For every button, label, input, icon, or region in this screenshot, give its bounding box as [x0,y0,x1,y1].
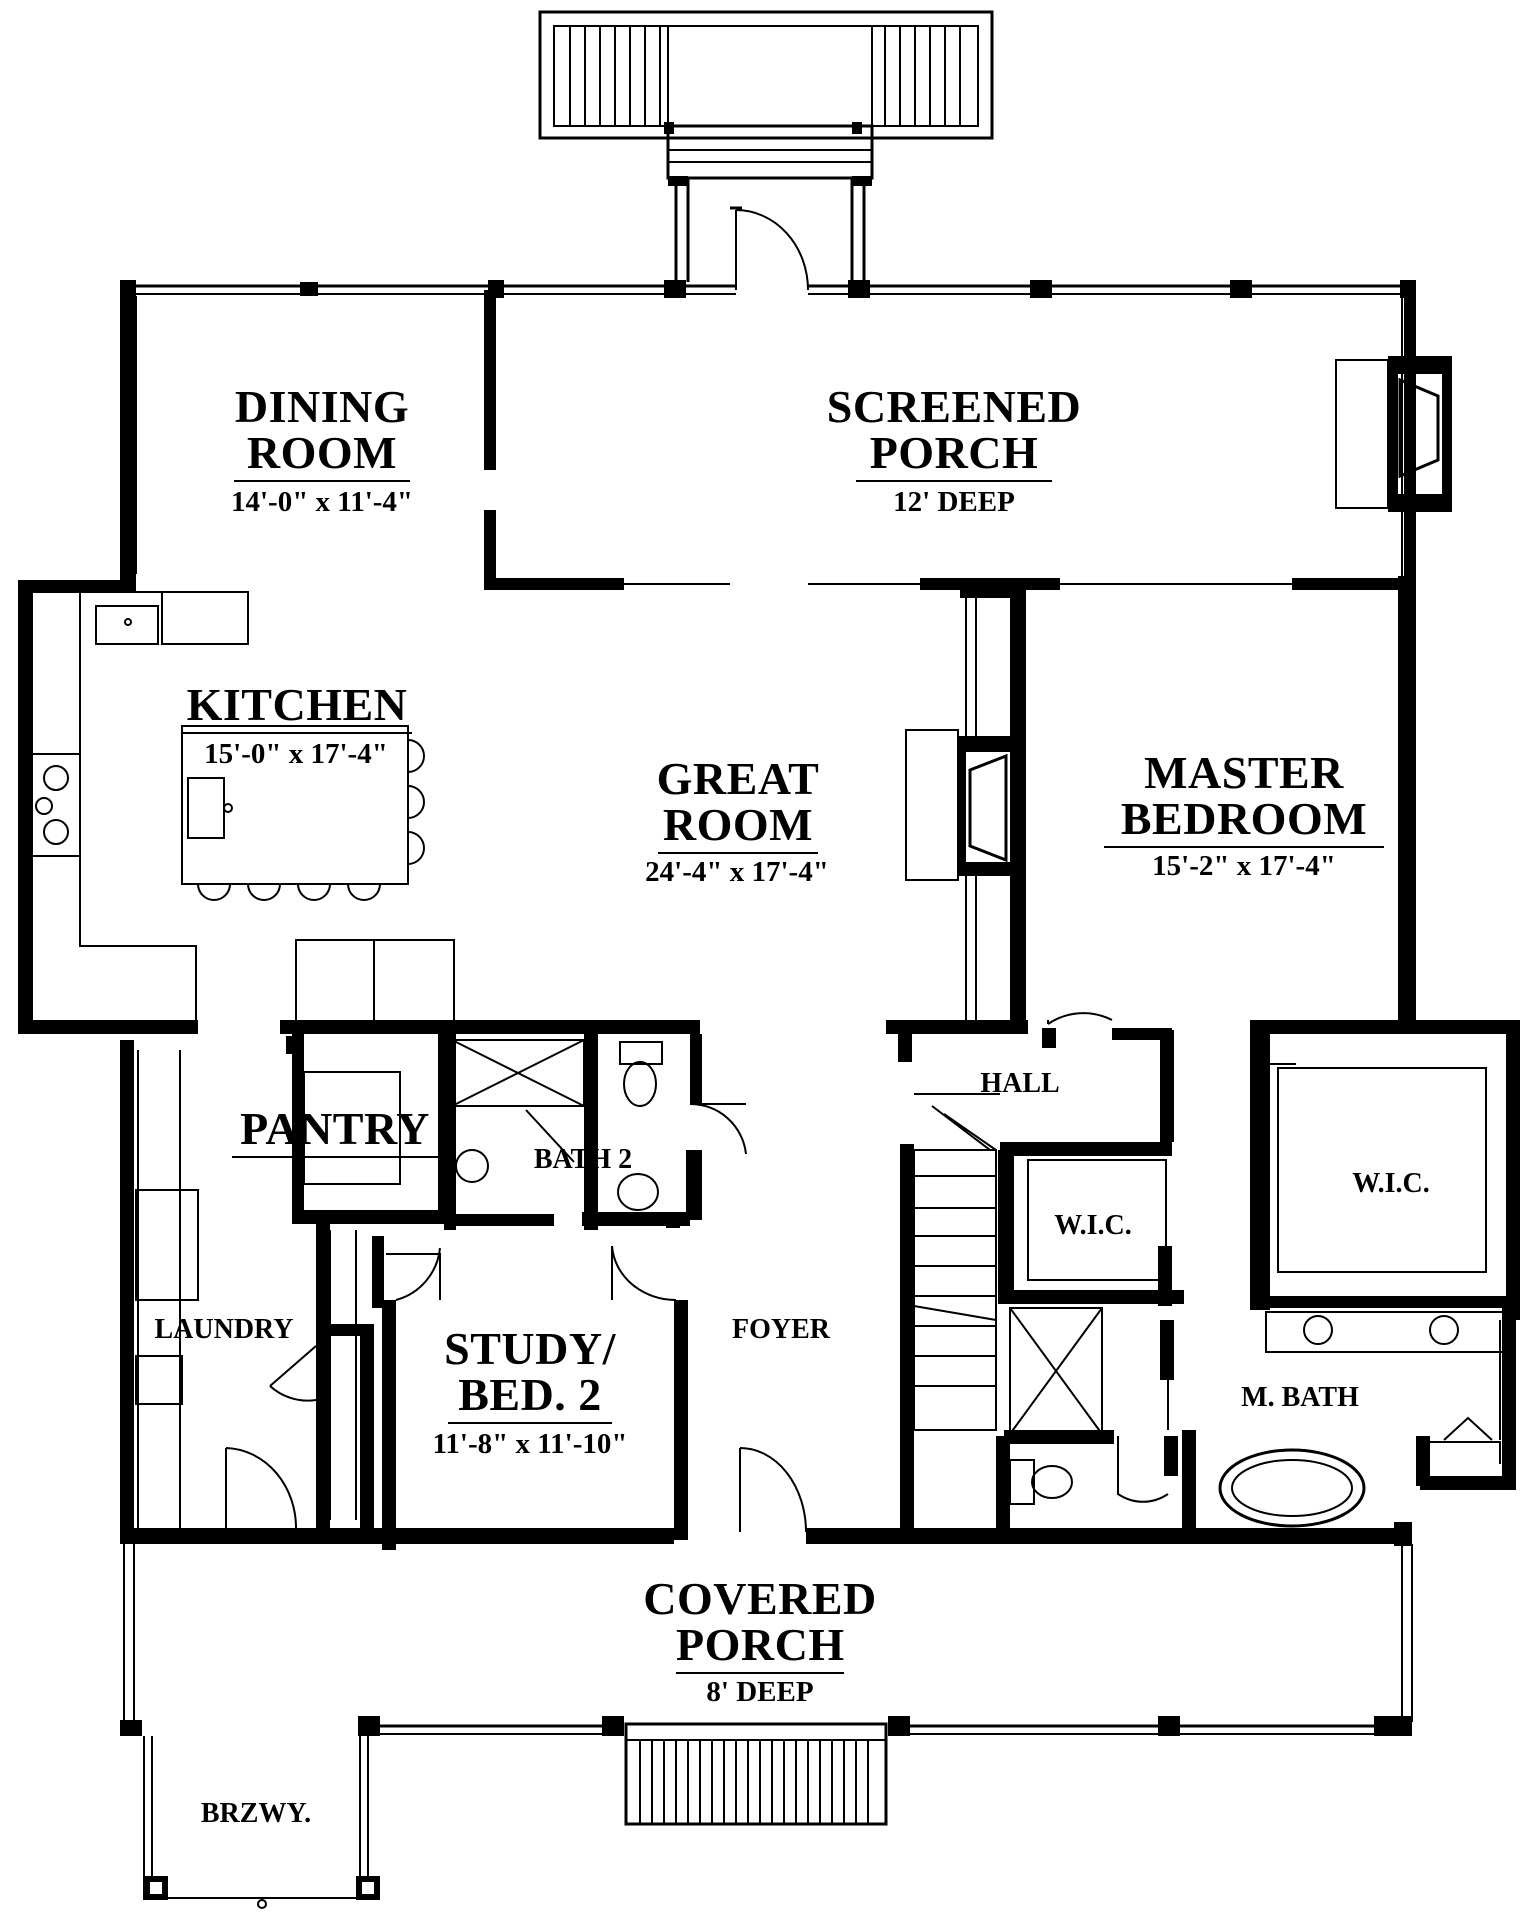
kitchen-label: KITCHEN [182,682,412,734]
study-walls [372,1236,688,1550]
dining-room-dims: 14'-0" x 11'-4" [230,486,414,518]
study-label: STUDY/ BED. 2 [420,1326,640,1424]
great-room-label: GREAT ROOM [628,756,848,854]
interior-walls [905,576,1416,1030]
study-dims: 11'-8" x 11'-10" [432,1428,628,1460]
kitchen-dims: 15'-0" x 17'-4" [204,738,388,770]
master-bath-label: M. BATH [1241,1382,1359,1413]
great-room-dims: 24'-4" x 17'-4" [645,856,829,888]
foyer-label: FOYER [732,1314,830,1345]
dining-room-label: DINING ROOM [212,384,432,482]
kitchen-name: KITCHEN [182,682,412,734]
study-name-line-1: STUDY/ [444,1323,616,1374]
master-bedroom-label: MASTER BEDROOM [1104,750,1384,848]
great-room-name-line-1: GREAT [656,753,820,804]
dining-name-line-2: ROOM [234,430,410,482]
hall-label: HALL [980,1068,1060,1099]
dining-name-line-1: DINING [234,381,410,432]
great-room-name-line-2: ROOM [658,802,818,854]
kitchen-fixtures [18,580,425,1034]
stair-hall [886,1012,1520,1544]
study-name-line-2: BED. 2 [448,1372,612,1424]
covered-porch [120,1544,1413,1909]
master-bedroom-name-line-1: MASTER [1144,747,1344,798]
covered-porch-name-line-2: PORCH [676,1622,844,1674]
rear-stairs [538,10,994,282]
covered-porch-label: COVERED PORCH [630,1576,890,1674]
master-bedroom-name-line-2: BEDROOM [1104,796,1384,848]
pantry-name: PANTRY [232,1106,438,1158]
screened-porch-name-line-1: SCREENED [826,381,1082,432]
wic-2-label: W.I.C. [1352,1168,1430,1199]
covered-porch-name-line-1: COVERED [643,1573,877,1624]
laundry-label: LAUNDRY [154,1314,294,1345]
pantry-label: PANTRY [232,1106,438,1158]
covered-porch-dims: 8' DEEP [706,1676,814,1708]
porch-fireplace [1335,290,1452,590]
bath-2-label: BATH 2 [533,1144,633,1175]
master-bedroom-dims: 15'-2" x 17'-4" [1152,850,1336,882]
screened-porch-dims: 12' DEEP [893,486,1015,518]
screened-porch-label: SCREENED PORCH [814,384,1094,482]
bath-2-fixtures [444,1030,747,1230]
rear-wall [120,206,1416,298]
front-wall [120,1447,1412,1546]
breezeway-label: BRZWY. [200,1798,312,1829]
screened-porch-name-line-2: PORCH [856,430,1052,482]
wic-1-label: W.I.C. [1054,1210,1132,1241]
